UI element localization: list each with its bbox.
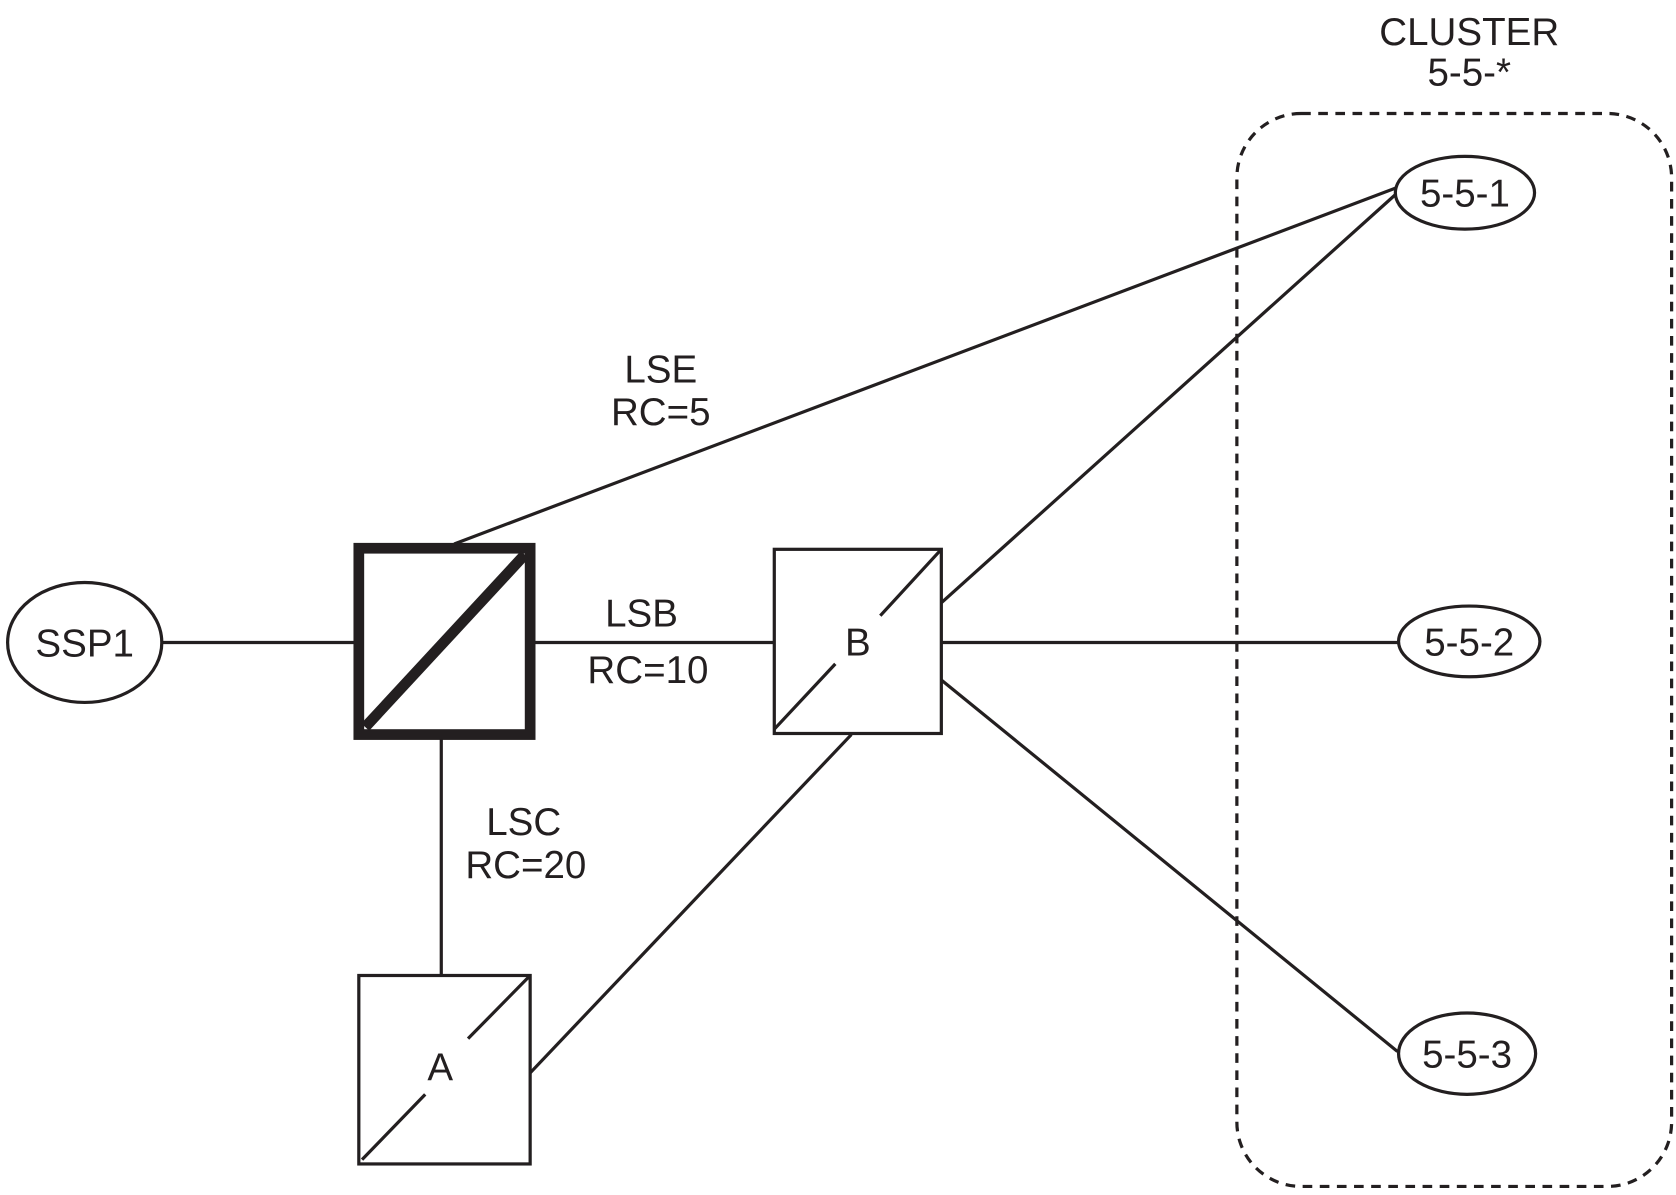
stp-a-diagonal-lower [360, 1093, 427, 1161]
node-ssp1: SSP1 [5, 580, 164, 705]
dest-5-5-3-ellipse [1396, 1011, 1538, 1096]
ssp1-ellipse [5, 580, 164, 705]
stp-b-diagonal-upper [879, 548, 943, 617]
node-5-5-3: 5-5-3 [1396, 1011, 1538, 1096]
node-stp-b: B [772, 547, 943, 736]
stp-b-diagonal-lower [773, 662, 837, 731]
cluster-boundary [1235, 111, 1674, 1189]
ssp1-label: SSP1 [35, 622, 134, 665]
stp-b-label: B [845, 621, 871, 664]
link-lse-cost: RC=5 [611, 391, 711, 434]
link-lsb-name: LSB [605, 592, 678, 635]
node-5-5-1: 5-5-1 [1393, 154, 1537, 231]
dest-5-5-1-label: 5-5-1 [1420, 173, 1510, 216]
link-stp-b-to-5-5-1 [940, 191, 1399, 605]
link-stp-a-to-stp-b [528, 733, 853, 1075]
dest-5-5-2-ellipse [1396, 604, 1542, 679]
stp-a-label: A [427, 1046, 453, 1089]
cluster-code: 5-5-* [1427, 52, 1511, 95]
link-lsc-name: LSC [486, 801, 561, 844]
dest-5-5-1-ellipse [1393, 154, 1537, 231]
node-stp-a: A [357, 973, 532, 1166]
dest-5-5-2-label: 5-5-2 [1424, 621, 1514, 664]
link-lsc-cost: RC=20 [465, 844, 586, 887]
link-lse-name: LSE [624, 348, 697, 391]
home-stp-diagonal [361, 551, 529, 731]
stp-a-diagonal-upper [466, 974, 532, 1040]
link-lsb-cost: RC=10 [587, 649, 708, 692]
dest-5-5-3-label: 5-5-3 [1422, 1034, 1512, 1077]
node-5-5-2: 5-5-2 [1396, 604, 1542, 679]
node-home-stp [353, 542, 536, 740]
link-stp-b-to-5-5-3 [940, 678, 1399, 1053]
cluster-title: CLUSTER [1379, 11, 1559, 54]
link-lse [453, 185, 1399, 546]
